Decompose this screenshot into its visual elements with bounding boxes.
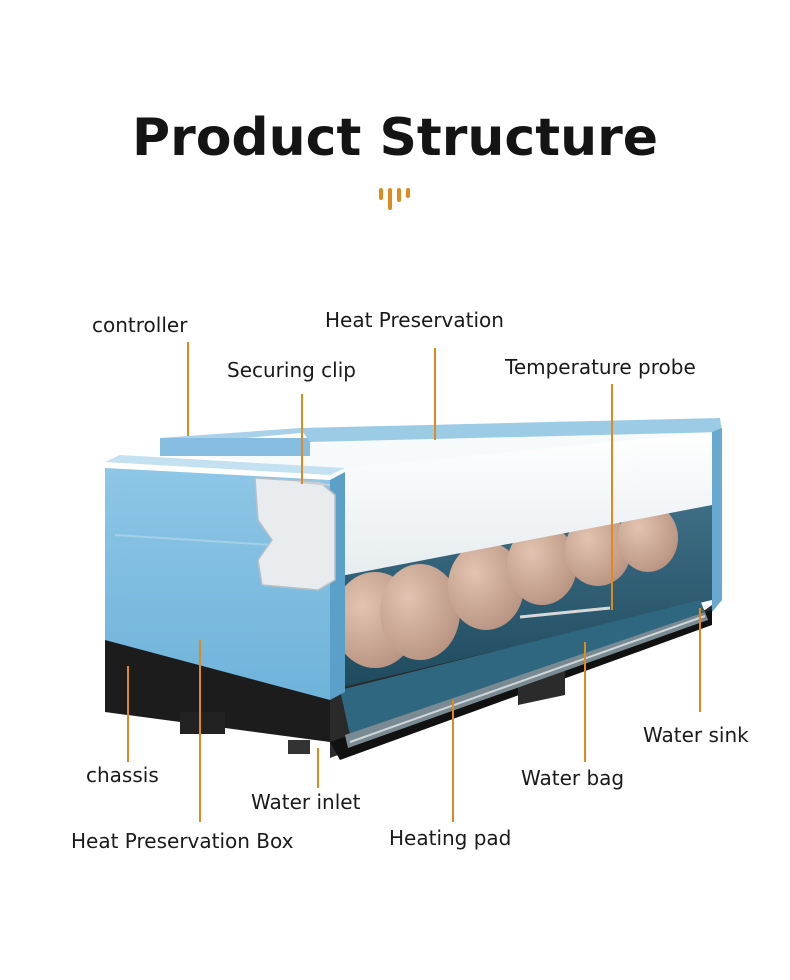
temperature-probe-shape — [519, 606, 611, 619]
eggs — [333, 504, 678, 668]
securing-clip-shape — [254, 477, 336, 591]
label-securing-clip: Securing clip — [227, 358, 356, 382]
page-title: Product Structure — [131, 108, 659, 168]
label-heat-preservation: Heat Preservation — [325, 308, 504, 332]
label-temperature-probe: Temperature probe — [505, 355, 696, 379]
label-water-sink: Water sink — [643, 723, 749, 747]
label-heating-pad: Heating pad — [389, 826, 512, 850]
label-chassis: chassis — [86, 763, 159, 787]
label-controller: controller — [92, 313, 188, 337]
label-water-inlet: Water inlet — [251, 790, 361, 814]
controller-shape — [160, 428, 312, 456]
label-heat-preservation-box: Heat Preservation Box — [71, 829, 294, 853]
water-inlet-shape — [288, 740, 310, 754]
label-water-bag: Water bag — [521, 766, 625, 790]
water-bag-shape — [340, 600, 705, 735]
title-accent-icon — [379, 188, 410, 210]
